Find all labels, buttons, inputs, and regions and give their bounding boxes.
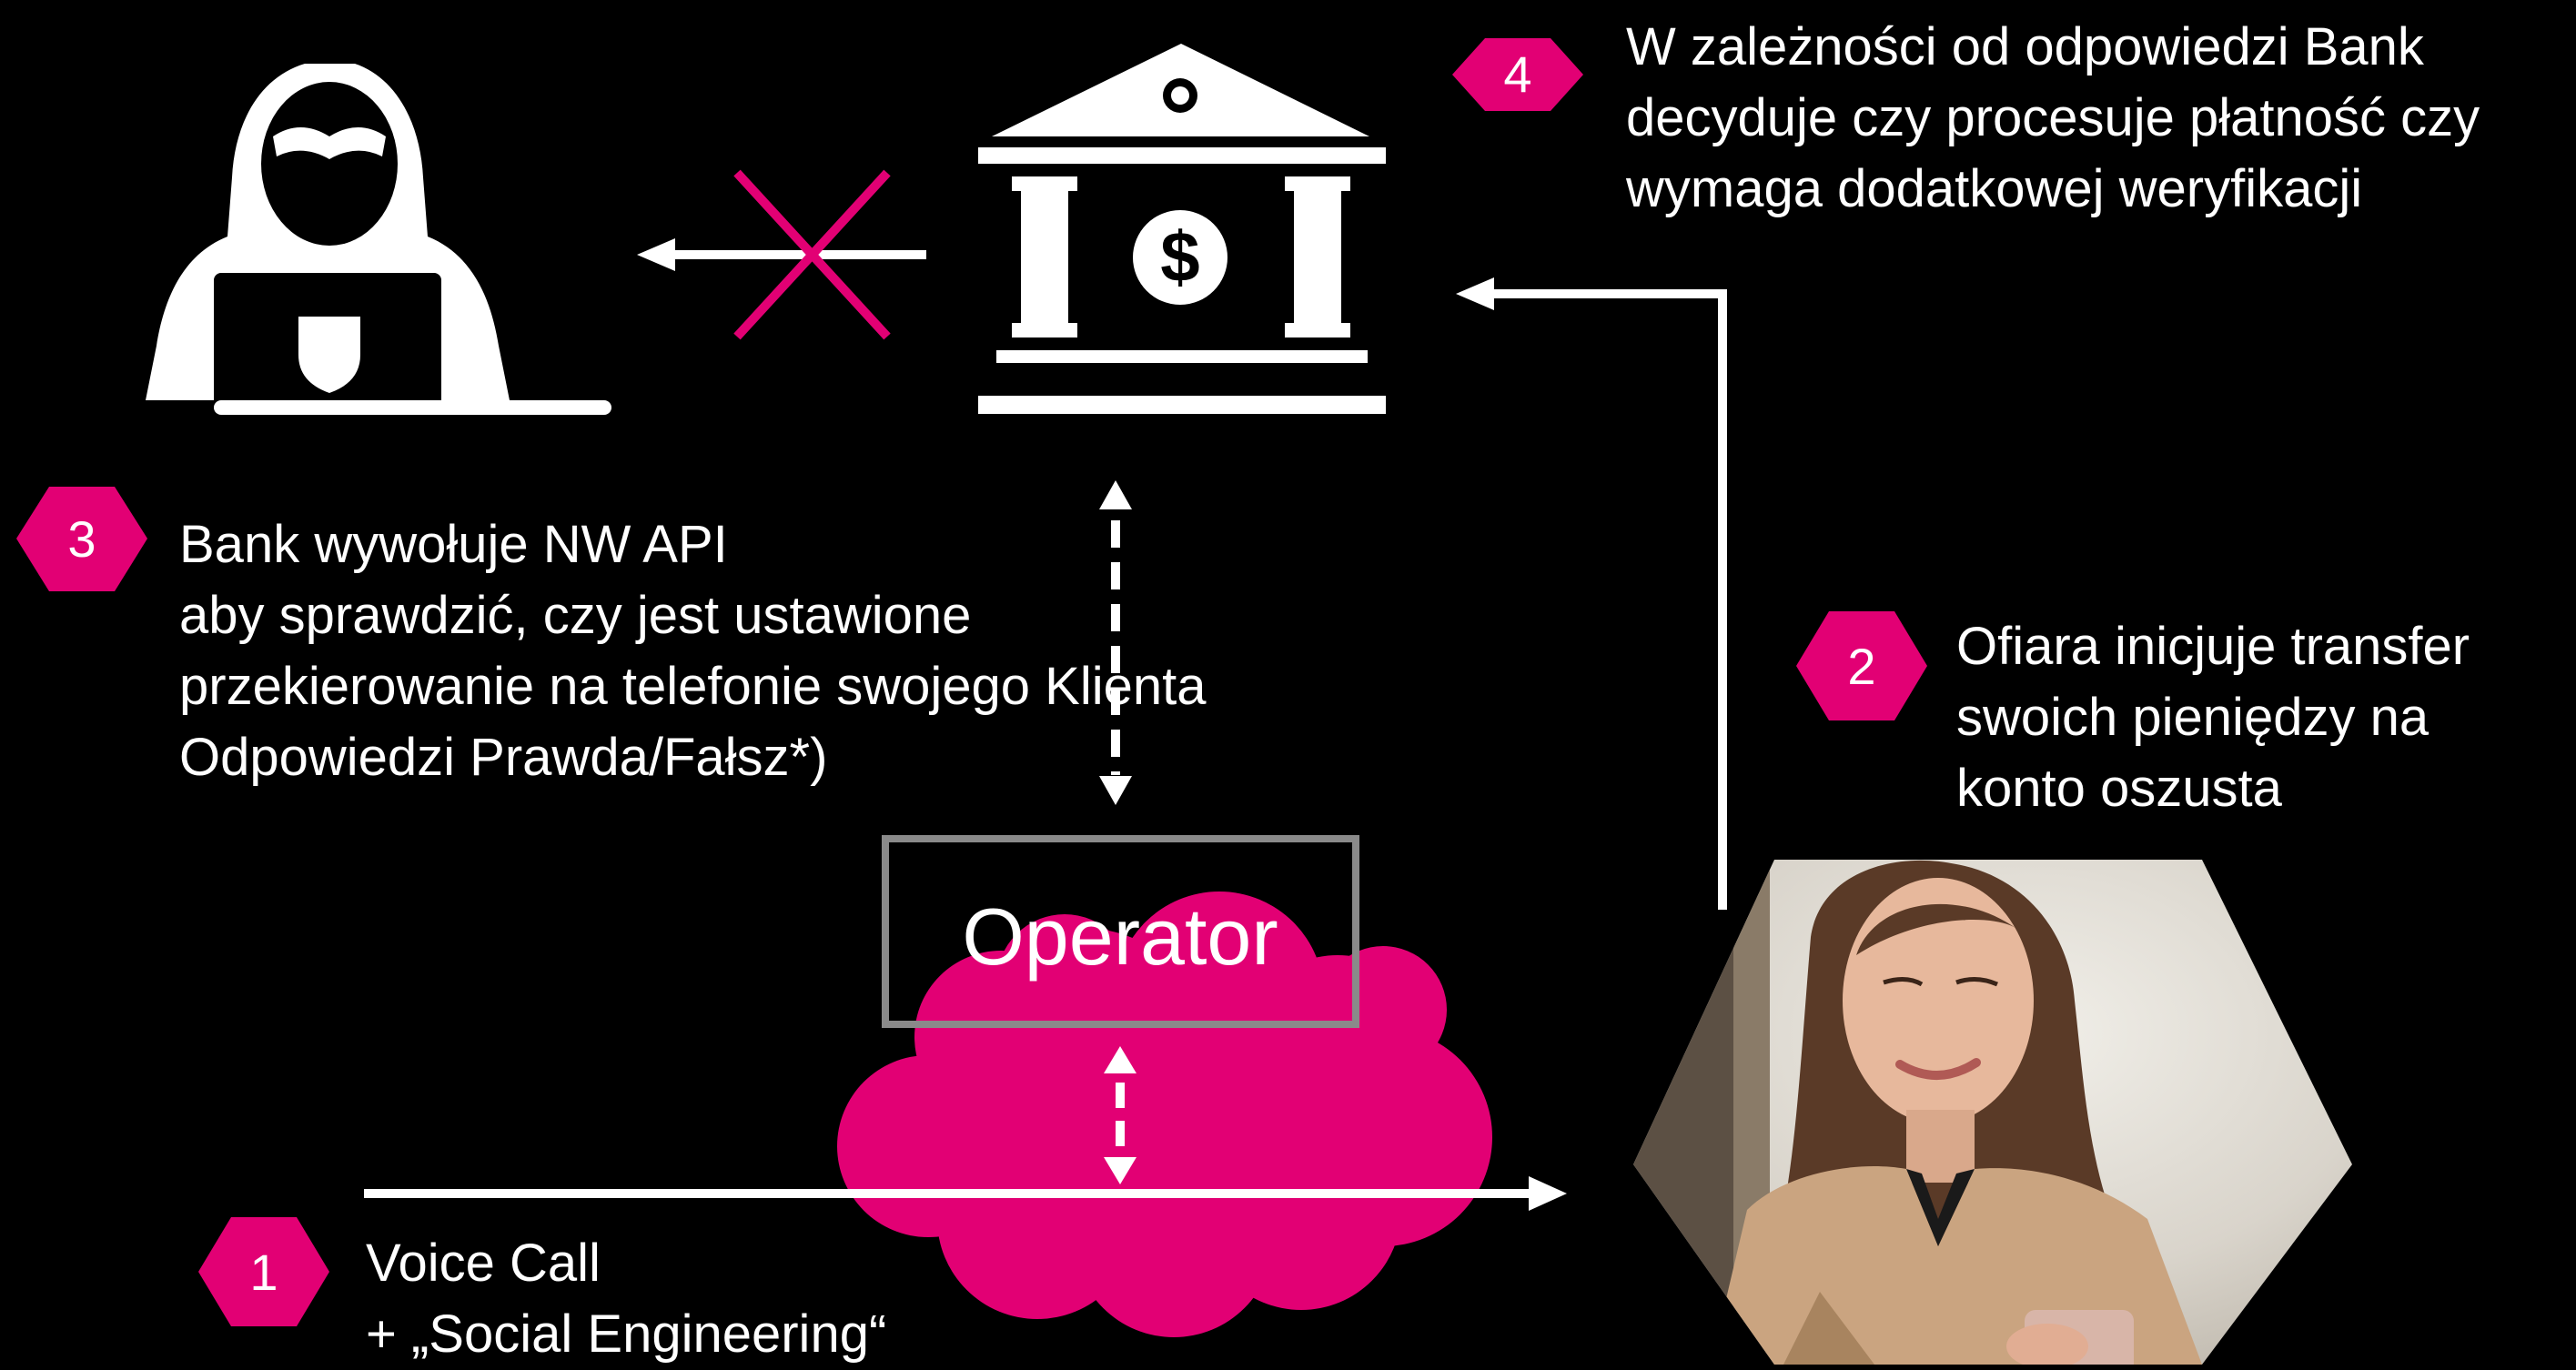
step-2-line: konto oszusta <box>1956 759 2282 818</box>
step-3-line: Bank wywołuje NW API <box>179 515 728 574</box>
blocked-transfer-arrow <box>637 238 926 271</box>
step-2-line: Ofiara inicjuje transfer <box>1956 617 2470 676</box>
network-link-arrow <box>1104 1046 1136 1184</box>
step-3-badge: 3 <box>16 487 147 591</box>
step-4-line: wymaga dodatkowej weryfikacji <box>1626 159 2363 218</box>
transfer-request-arrow <box>1456 277 1727 910</box>
hacker-icon <box>146 64 611 415</box>
step-3-line: Odpowiedzi Prawda/Fałsz*) <box>179 728 828 787</box>
step-1-line: + „Social Engineering“ <box>366 1305 887 1364</box>
victim-photo <box>1633 860 2352 1365</box>
step-2-line: swoich pieniędzy na <box>1956 688 2430 747</box>
step-3-text: Bank wywołuje NW API aby sprawdzić, czy … <box>179 509 1206 793</box>
svg-text:2: 2 <box>1847 638 1875 695</box>
step-1-badge: 1 <box>198 1217 329 1326</box>
step-2-badge: 2 <box>1796 611 1927 720</box>
step-4-line: W zależności od odpowiedzi Bank <box>1626 17 2424 76</box>
operator-box <box>882 835 1359 1028</box>
step-3-line: aby sprawdzić, czy jest ustawione <box>179 586 972 645</box>
step-4-text: W zależności od odpowiedzi Bank decyduje… <box>1626 12 2480 225</box>
operator-label: Operator <box>962 892 1278 982</box>
svg-text:1: 1 <box>249 1244 278 1301</box>
voice-call-arrow <box>364 1176 1567 1211</box>
svg-text:4: 4 <box>1503 45 1531 103</box>
svg-text:$: $ <box>1160 217 1199 297</box>
bank-icon: $ <box>978 44 1386 414</box>
step-1-line: Voice Call <box>366 1234 601 1293</box>
step-3-line: przekierowanie na telefonie swojego Klie… <box>179 657 1207 716</box>
step-4-line: decyduje czy procesuje płatność czy <box>1626 88 2480 147</box>
step-1-text: Voice Call + „Social Engineering“ <box>366 1228 886 1370</box>
api-query-arrow <box>1099 480 1132 805</box>
svg-text:3: 3 <box>67 510 96 568</box>
step-2-text: Ofiara inicjuje transfer swoich pieniędz… <box>1956 611 2470 824</box>
blocked-x-icon <box>733 169 891 340</box>
step-4-badge: 4 <box>1452 38 1583 111</box>
